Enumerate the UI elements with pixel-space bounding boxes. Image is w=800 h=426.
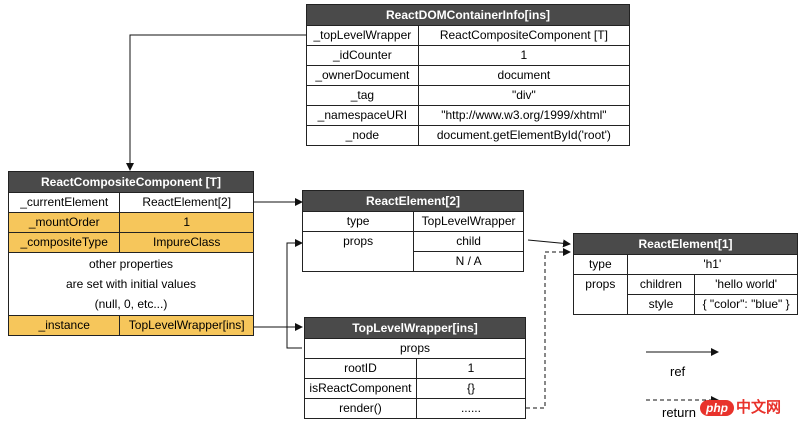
react-element-2-table: ReactElement[2] type TopLevelWrapper pro… <box>301 190 524 272</box>
container-value-namespaceuri: "http://www.w3.org/1999/xhtml" <box>417 105 631 126</box>
container-key-namespaceuri: _namespaceURI <box>306 105 419 126</box>
wrapper-key-render: render() <box>304 398 417 419</box>
ref-arrow-toplevelwrapper <box>126 34 306 171</box>
container-key-idcounter: _idCounter <box>306 45 419 66</box>
composite-key-mountorder: _mountOrder <box>7 212 121 233</box>
element2-key-props: props <box>301 231 415 272</box>
container-key-tag: _tag <box>306 85 419 106</box>
wrapper-props-label: props <box>304 338 526 359</box>
container-value-idcounter: 1 <box>417 45 631 66</box>
wrapper-value-isreactcomponent: {} <box>415 378 527 399</box>
element1-key-type: type <box>573 254 628 275</box>
react-element-2-title: ReactElement[2] <box>302 190 524 212</box>
wrapper-key-isreactcomponent: isReactComponent <box>304 378 417 399</box>
element2-key-type: type <box>301 211 415 232</box>
legend-ref-label: ref <box>670 364 686 379</box>
wrapper-value-render: ...... <box>415 398 527 419</box>
react-element-1-title: ReactElement[1] <box>573 233 798 255</box>
container-value-tag: "div" <box>417 85 631 106</box>
container-key-ownerdocument: _ownerDocument <box>306 65 419 86</box>
element1-key-children: children <box>626 274 696 295</box>
ref-arrow-props-to-element <box>286 239 303 349</box>
return-arrow-render <box>526 248 571 409</box>
composite-note-line-1: other properties <box>88 257 174 271</box>
element1-value-style: { "color": "blue" } <box>694 294 798 315</box>
composite-key-instance: _instance <box>7 315 121 336</box>
composite-value-mountorder: 1 <box>119 212 254 233</box>
ref-arrow-child <box>527 239 571 248</box>
composite-value-instance: TopLevelWrapper[ins] <box>119 315 254 336</box>
legend-return-label: return <box>662 405 696 420</box>
wrapper-key-rootid: rootID <box>304 358 417 379</box>
composite-component-table: ReactCompositeComponent [T] _currentElem… <box>7 171 254 336</box>
composite-value-compositetype: ImpureClass <box>119 232 254 253</box>
container-info-table: ReactDOMContainerInfo[ins] _topLevelWrap… <box>306 4 631 146</box>
watermark-site: 中文网 <box>736 399 782 416</box>
container-value-node: document.getElementById('root') <box>417 125 631 146</box>
element2-value-na: N / A <box>413 251 524 272</box>
composite-other-note: other properties are set with initial va… <box>8 252 254 316</box>
container-value-toplevelwrapper: ReactCompositeComponent [T] <box>417 25 631 46</box>
react-element-1-table: ReactElement[1] type 'h1' props children… <box>573 233 799 315</box>
watermark-logo: php <box>700 400 734 416</box>
element1-key-props: props <box>573 274 628 315</box>
container-key-node: _node <box>306 125 419 146</box>
top-level-wrapper-table: TopLevelWrapper[ins] props rootID 1 isRe… <box>304 317 527 419</box>
container-key-toplevelwrapper: _topLevelWrapper <box>306 25 419 46</box>
wrapper-value-rootid: 1 <box>415 358 527 379</box>
composite-key-currentelement: _currentElement <box>7 192 121 213</box>
element1-key-style: style <box>626 294 696 315</box>
composite-key-compositetype: _compositeType <box>7 232 121 253</box>
element1-value-type: 'h1' <box>626 254 799 275</box>
composite-component-title: ReactCompositeComponent [T] <box>8 171 254 193</box>
container-value-ownerdocument: document <box>417 65 631 86</box>
composite-value-currentelement: ReactElement[2] <box>119 192 254 213</box>
element2-value-child: child <box>413 231 524 252</box>
composite-note-line-3: (null, 0, etc...) <box>94 297 168 311</box>
element2-value-type: TopLevelWrapper <box>413 211 524 232</box>
composite-note-line-2: are set with initial values <box>65 277 197 291</box>
element1-value-children: 'hello world' <box>694 274 798 295</box>
container-info-title: ReactDOMContainerInfo[ins] <box>306 4 630 26</box>
top-level-wrapper-title: TopLevelWrapper[ins] <box>304 317 526 339</box>
